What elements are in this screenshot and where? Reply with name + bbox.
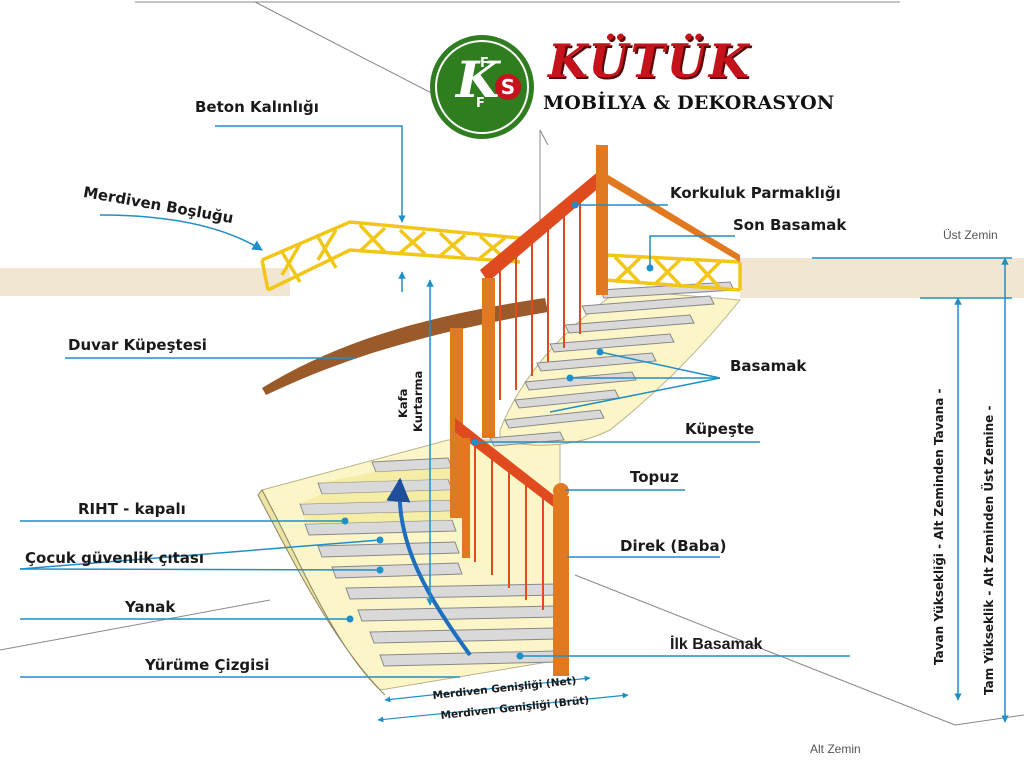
label-kurtarma: Kurtarma <box>411 370 425 432</box>
label-kupeste: Küpeşte <box>685 420 755 438</box>
label-ilk-basamak: İlk Basamak <box>670 636 763 653</box>
label-son-basamak: Son Basamak <box>733 216 847 234</box>
label-direk-baba: Direk (Baba) <box>620 537 727 555</box>
label-beton-kalinligi: Beton Kalınlığı <box>195 98 319 116</box>
stair-width-dims <box>377 675 629 723</box>
logo-letter-k: K <box>456 50 500 109</box>
label-yurume-cizgisi: Yürüme Çizgisi <box>145 656 270 674</box>
brand-tagline: MOBİLYA & DEKORASYON <box>543 92 835 114</box>
label-ust-zemin: Üst Zemin <box>943 228 998 242</box>
wall-handrail <box>262 298 548 395</box>
concrete-thickness-dim <box>215 125 406 292</box>
label-topuz: Topuz <box>630 468 679 486</box>
leader-dots <box>341 201 654 660</box>
label-basamak: Basamak <box>730 357 807 375</box>
leader-lines <box>19 204 1012 678</box>
height-dims <box>920 257 1012 723</box>
logo-monogram: K F F S <box>440 48 525 128</box>
label-tavan-yuksekligi: Tavan Yüksekliği - Alt Zeminden Tavana - <box>932 388 946 665</box>
walking-line <box>386 477 472 657</box>
label-korkuluk-parmakligi: Korkuluk Parmaklığı <box>670 184 841 202</box>
label-yanak: Yanak <box>125 598 176 616</box>
label-kafa: Kafa <box>396 388 410 418</box>
upper-floor-slab <box>0 258 1024 298</box>
brand-name: KÜTÜK <box>548 34 751 88</box>
label-riht-kapali: RIHT - kapalı <box>78 500 186 518</box>
logo-letter-f-top: F <box>480 56 489 71</box>
label-alt-zemin: Alt Zemin <box>810 742 861 756</box>
logo-letter-s: S <box>495 74 521 100</box>
label-cocuk-guvenlik: Çocuk güvenlik çıtası <box>25 549 205 567</box>
label-duvar-kupestesi: Duvar Küpeştesi <box>68 336 207 354</box>
guard-rail <box>260 220 742 292</box>
upper-flight <box>499 289 741 446</box>
room-lines <box>0 1 1024 726</box>
logo-emblem <box>430 35 534 139</box>
lower-steps <box>299 457 560 667</box>
label-tam-yukseklik: Tam Yükseklik - Alt Zeminden Üst Zemine … <box>982 405 996 695</box>
logo-letter-f-bottom: F <box>476 96 485 111</box>
